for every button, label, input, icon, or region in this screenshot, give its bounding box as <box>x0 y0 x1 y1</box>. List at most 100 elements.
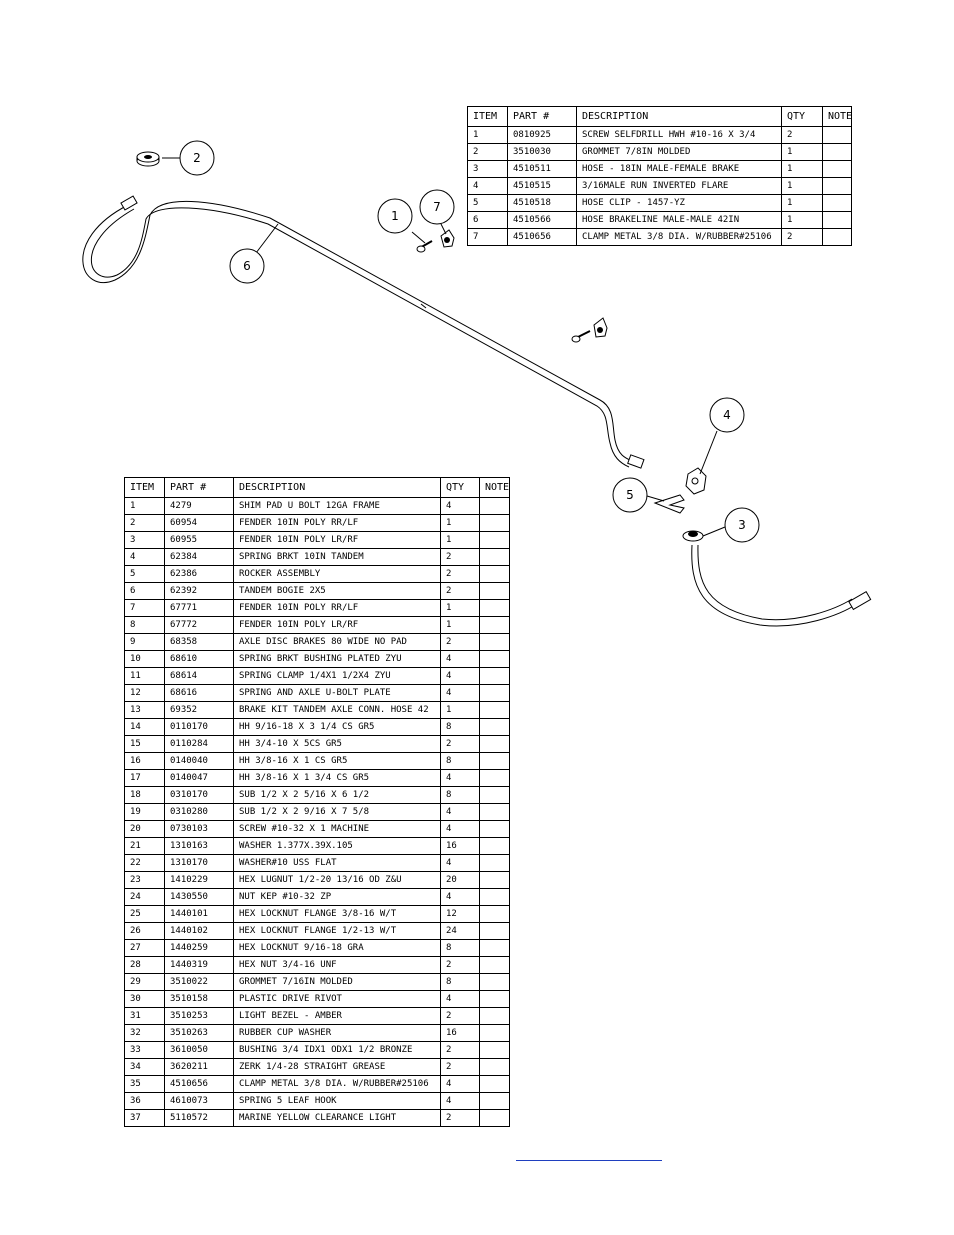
cell-description: 3/16MALE RUN INVERTED FLARE <box>576 177 782 195</box>
cell-qty: 2 <box>440 565 480 583</box>
callout-5-label: 5 <box>626 488 634 502</box>
leader-6 <box>255 223 279 254</box>
header-qty: QTY <box>781 106 823 127</box>
cell-qty: 2 <box>440 548 480 566</box>
cell-description: SPRING BRKT 10IN TANDEM <box>233 548 441 566</box>
header-description: DESCRIPTION <box>233 477 441 498</box>
footer-link[interactable] <box>516 1150 662 1161</box>
cell-description: AXLE DISC BRAKES 80 WIDE NO PAD <box>233 633 441 651</box>
cell-item: 25 <box>124 905 165 923</box>
cell-note <box>479 973 510 991</box>
cell-description: HH 3/8-16 X 1 CS GR5 <box>233 752 441 770</box>
cell-item: 24 <box>124 888 165 906</box>
cell-item: 20 <box>124 820 165 838</box>
cell-item: 3 <box>467 160 508 178</box>
table-header-row: ITEM PART # DESCRIPTION QTY NOTE <box>124 477 510 498</box>
cell-part: 3510253 <box>164 1007 234 1025</box>
cell-qty: 4 <box>440 769 480 787</box>
callout-4-label: 4 <box>723 408 731 422</box>
cell-note <box>479 1058 510 1076</box>
cell-qty: 2 <box>781 228 823 246</box>
cell-description: HOSE CLIP - 1457-YZ <box>576 194 782 212</box>
cell-description: MARINE YELLOW CLEARANCE LIGHT <box>233 1109 441 1127</box>
cell-note <box>479 803 510 821</box>
cell-part: 68358 <box>164 633 234 651</box>
short-hose-part <box>682 530 872 627</box>
cell-note <box>479 650 510 668</box>
cell-qty: 2 <box>440 735 480 753</box>
cell-qty: 1 <box>440 531 480 549</box>
cell-description: FENDER 10IN POLY RR/LF <box>233 514 441 532</box>
cell-item: 14 <box>124 718 165 736</box>
cell-description: SPRING BRKT BUSHING PLATED ZYU <box>233 650 441 668</box>
cell-item: 16 <box>124 752 165 770</box>
cell-qty: 2 <box>440 582 480 600</box>
cell-item: 26 <box>124 922 165 940</box>
cell-part: 0140047 <box>164 769 234 787</box>
cell-item: 5 <box>124 565 165 583</box>
cell-description: NUT KEP #10-32 ZP <box>233 888 441 906</box>
cell-description: PLASTIC DRIVE RIVOT <box>233 990 441 1008</box>
callout-2-label: 2 <box>193 151 201 165</box>
cell-note <box>822 177 852 195</box>
cell-part: 3510158 <box>164 990 234 1008</box>
cell-item: 36 <box>124 1092 165 1110</box>
cell-part: 1310163 <box>164 837 234 855</box>
cell-part: 68616 <box>164 684 234 702</box>
cell-description: SCREW #10-32 X 1 MACHINE <box>233 820 441 838</box>
table-header-row: ITEM PART # DESCRIPTION QTY NOTE <box>467 106 852 127</box>
cell-note <box>479 956 510 974</box>
callout-7: 7 <box>419 189 455 225</box>
cell-qty: 2 <box>781 126 823 144</box>
cell-note <box>822 194 852 212</box>
cell-description: HEX NUT 3/4-16 UNF <box>233 956 441 974</box>
cell-note <box>479 939 510 957</box>
cell-description: SPRING 5 LEAF HOOK <box>233 1092 441 1110</box>
cell-note <box>822 143 852 161</box>
cell-qty: 2 <box>440 1041 480 1059</box>
cell-item: 28 <box>124 956 165 974</box>
cell-qty: 1 <box>440 616 480 634</box>
cell-qty: 2 <box>440 1058 480 1076</box>
hose-clip-part <box>653 494 685 514</box>
header-part: PART # <box>507 106 577 127</box>
cell-item: 31 <box>124 1007 165 1025</box>
cell-part: 0140040 <box>164 752 234 770</box>
cell-note <box>479 786 510 804</box>
cell-note <box>479 497 510 515</box>
cell-part: 3510030 <box>507 143 577 161</box>
cell-qty: 8 <box>440 786 480 804</box>
cell-item: 5 <box>467 194 508 212</box>
cell-qty: 1 <box>781 194 823 212</box>
cell-description: HEX LOCKNUT 9/16-18 GRA <box>233 939 441 957</box>
cell-note <box>479 1024 510 1042</box>
cell-description: ZERK 1/4-28 STRAIGHT GREASE <box>233 1058 441 1076</box>
cell-qty: 1 <box>440 514 480 532</box>
cell-note <box>479 514 510 532</box>
cell-note <box>479 871 510 889</box>
cell-part: 60954 <box>164 514 234 532</box>
cell-item: 12 <box>124 684 165 702</box>
cell-description: HH 3/4-10 X 5CS GR5 <box>233 735 441 753</box>
cell-item: 22 <box>124 854 165 872</box>
cell-note <box>479 633 510 651</box>
cell-qty: 24 <box>440 922 480 940</box>
cell-part: 5110572 <box>164 1109 234 1127</box>
cell-description: FENDER 10IN POLY LR/RF <box>233 616 441 634</box>
